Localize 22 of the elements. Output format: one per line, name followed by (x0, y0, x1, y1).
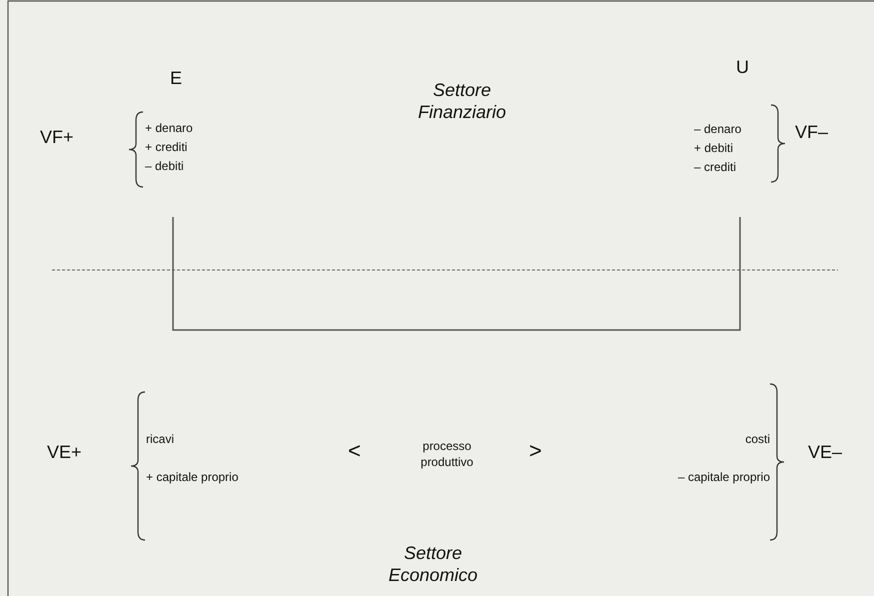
inequality-sign: > (529, 438, 542, 464)
list-item: costi (744, 432, 770, 446)
section-heading: Settore Economico (387, 543, 479, 586)
list-item: + denaro (145, 121, 193, 136)
variable-label: VF– (795, 122, 828, 144)
column-heading: E (170, 68, 182, 90)
variable-label: VF+ (40, 127, 74, 149)
process-label: processo produttivo (420, 438, 474, 470)
list-item: – capitale proprio (676, 470, 770, 484)
list-item: ricavi (146, 432, 174, 446)
list-item: – denaro (694, 122, 742, 136)
variable-label: VE– (808, 442, 842, 464)
list-item: – debiti (145, 159, 184, 174)
list-item: + crediti (145, 140, 188, 154)
variable-label: VE+ (47, 442, 82, 464)
column-heading: U (736, 57, 749, 79)
list-item: + capitale proprio (146, 470, 238, 484)
list-item: – crediti (694, 160, 736, 174)
connector-line (172, 217, 741, 331)
section-heading: Settore Finanziario (416, 80, 508, 124)
list-item: + debiti (694, 141, 734, 156)
inequality-sign: < (348, 438, 361, 464)
